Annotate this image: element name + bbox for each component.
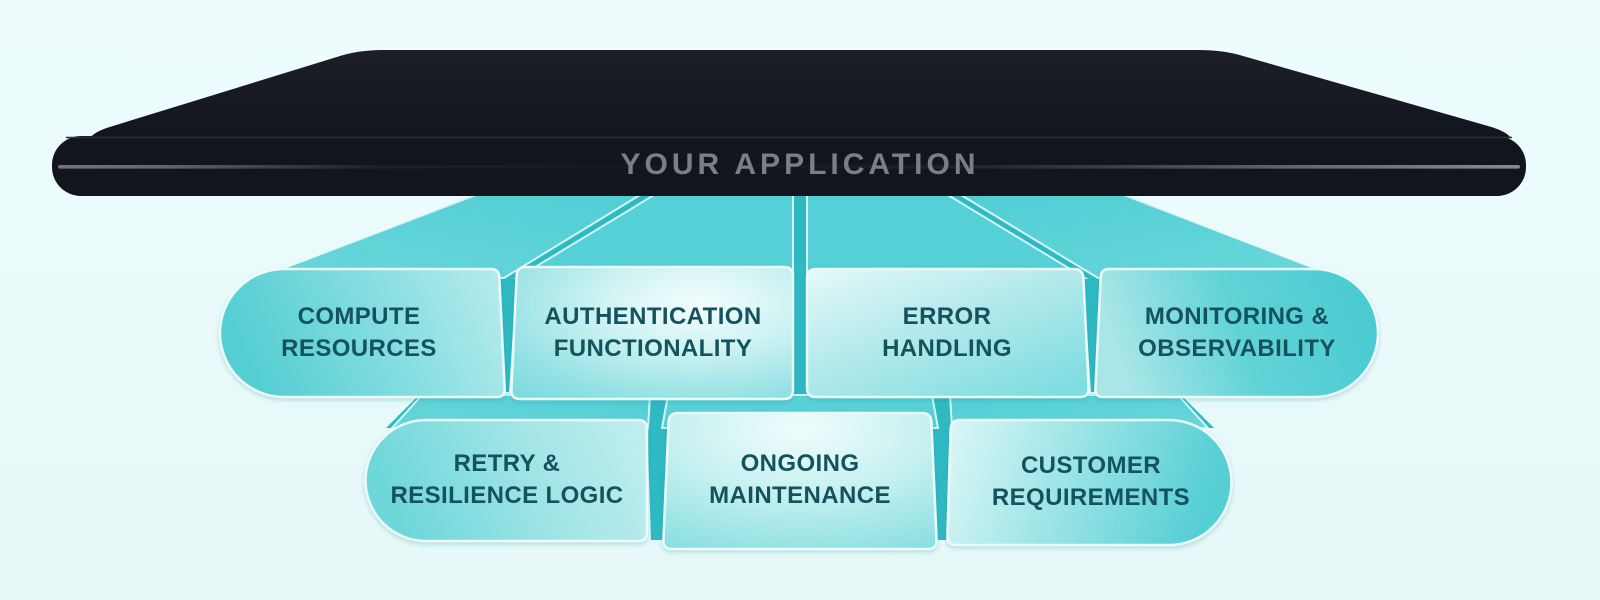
- platform-highlight-line: [58, 165, 1520, 169]
- upper-fan: [257, 194, 1341, 396]
- block-compute-resources: [218, 267, 506, 399]
- block-customer-requirements: [946, 418, 1233, 547]
- platform-top-surface: [90, 50, 1511, 138]
- bottom-row-blocks: [364, 411, 1233, 551]
- block-retry-resilience-logic: [364, 418, 649, 543]
- block-ongoing-maintenance: [662, 411, 938, 551]
- application-platform: [52, 50, 1526, 196]
- block-authentication-functionality: [510, 265, 795, 401]
- block-error-handling: [805, 267, 1090, 399]
- divider-stripe-center: [793, 196, 807, 396]
- middle-row-blocks: [218, 265, 1380, 401]
- block-monitoring-observability: [1094, 267, 1380, 399]
